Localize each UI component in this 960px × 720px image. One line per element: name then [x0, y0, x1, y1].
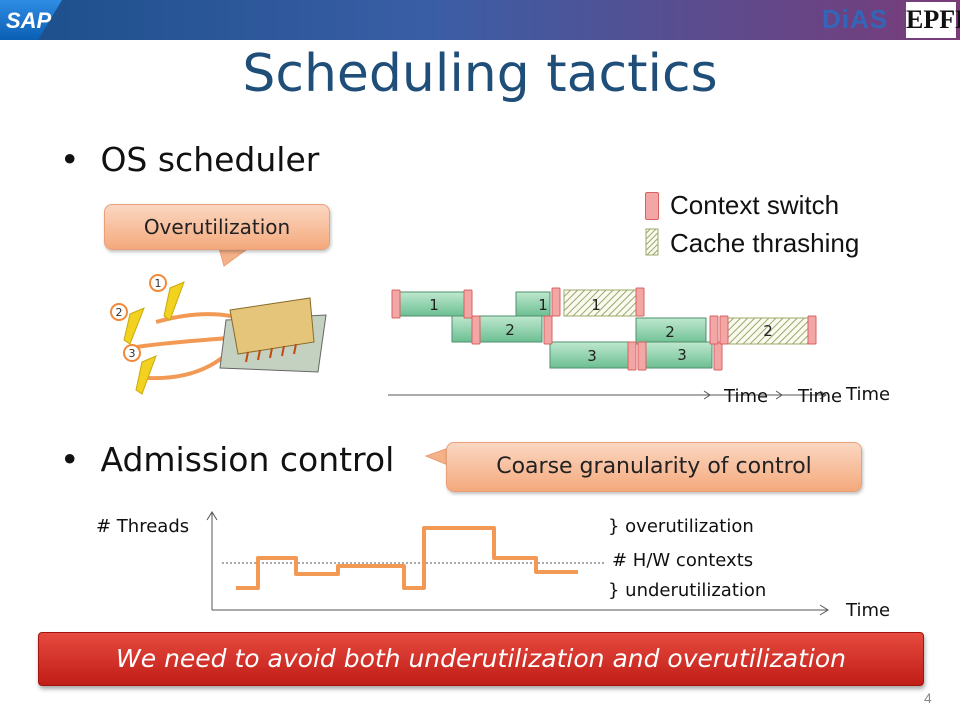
timeline-block-1b — [515, 291, 551, 317]
sap-logo — [0, 0, 62, 40]
hw-contexts-label: # H/W contexts — [612, 550, 754, 571]
epfl-logo: EPFL — [906, 2, 960, 38]
scheduling-timeline: 1 1 1 2 2 2 3 3 — [388, 287, 827, 400]
time-label-2: Time — [798, 386, 843, 407]
thread-label-3: 3 — [129, 347, 136, 360]
timeline-block-2a — [451, 315, 543, 343]
timeline-block-3a-label: 3 — [587, 347, 597, 365]
timeline-block-2b — [635, 317, 707, 345]
slide-title: Scheduling tactics — [242, 44, 718, 104]
callout-coarse-granularity: Coarse granularity of control — [446, 442, 862, 492]
header-bar — [0, 0, 960, 40]
bullet-admission-control: • Admission control — [60, 440, 395, 479]
time-axis-label: Time — [846, 600, 891, 621]
legend-context-switch-swatch — [645, 192, 659, 220]
thread-label-1: 1 — [155, 277, 162, 290]
bullet-os-scheduler-text: OS scheduler — [100, 140, 320, 179]
overutilization-label: } overutilization — [608, 516, 754, 537]
timeline-block-1c — [563, 289, 637, 317]
thread-label-2: 2 — [116, 306, 123, 319]
callout-overutilization: Overutilization — [104, 204, 330, 250]
timeline-block-3b — [645, 341, 713, 369]
sap-logo-text: SAP — [6, 8, 52, 33]
legend-cache-thrashing-swatch — [645, 228, 659, 256]
timeline-block-2b-label: 2 — [665, 323, 675, 341]
timeline-block-2c-label: 2 — [763, 322, 773, 340]
dias-logo: DiAS — [822, 4, 889, 34]
page-number: 4 — [924, 690, 932, 706]
time-label-1: Time — [724, 386, 769, 407]
timeline-block-1b-label: 1 — [538, 296, 548, 314]
legend-context-switch: Context switch — [670, 190, 840, 220]
conclusion-banner: We need to avoid both underutilization a… — [38, 632, 924, 686]
threads-cpu-illustration: 1 2 3 — [110, 274, 327, 395]
timeline-block-2a-label: 2 — [505, 321, 515, 339]
bullet-admission-control-text: Admission control — [100, 440, 395, 479]
time-label-3: Time — [846, 384, 891, 405]
admission-control-chart — [206, 511, 829, 616]
underutilization-label: } underutilization — [608, 580, 767, 601]
threads-axis-label: # Threads — [96, 516, 190, 537]
timeline-block-1c-label: 1 — [591, 296, 601, 314]
timeline-block-3b-label: 3 — [677, 346, 687, 364]
bullet-os-scheduler: • OS scheduler — [60, 140, 320, 179]
legend-cache-thrashing: Cache thrashing — [670, 228, 860, 258]
timeline-block-1a-label: 1 — [429, 296, 439, 314]
